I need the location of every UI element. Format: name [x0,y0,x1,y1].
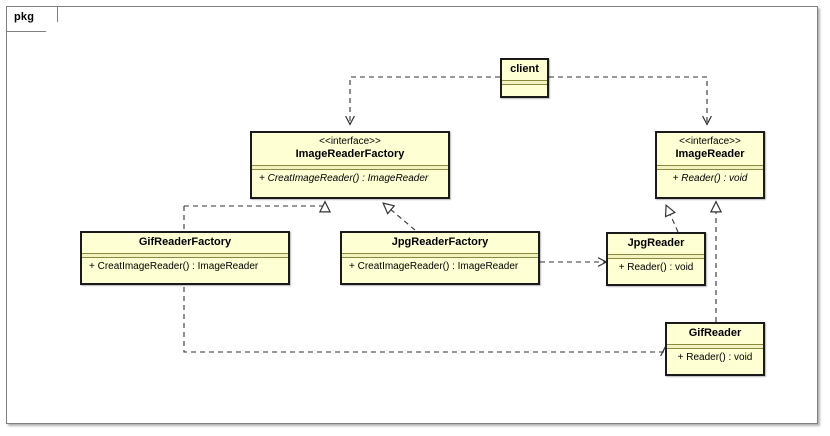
jpg-reader-factory-header: JpgReaderFactory [342,233,538,253]
image-reader-name: ImageReader [675,147,745,160]
image-reader-stereotype: <<interface>> [679,136,741,147]
class-box-jpg-reader-factory[interactable]: JpgReaderFactory + CreatImageReader() : … [340,231,540,285]
class-box-gif-reader[interactable]: GifReader + Reader() : void [665,322,765,376]
gif-reader-separator [667,343,763,349]
image-reader-factory-operation: + CreatImageReader() : ImageReader [259,172,429,184]
class-box-gif-reader-factory[interactable]: GifReaderFactory + CreatImageReader() : … [80,231,290,285]
client-attributes-compartment [502,85,547,95]
jpg-reader-factory-name: JpgReaderFactory [391,236,489,248]
image-reader-factory-separator [252,164,448,170]
client-header: client [502,60,547,80]
jpg-reader-separator [608,253,704,259]
image-reader-factory-name: ImageReaderFactory [295,147,405,160]
package-frame-label: pkg [14,11,35,23]
package-frame-tab [6,6,58,32]
class-box-client[interactable]: client [500,58,549,98]
class-box-image-reader[interactable]: <<interface>> ImageReader + Reader() : v… [655,131,765,199]
class-box-jpg-reader[interactable]: JpgReader + Reader() : void [606,232,706,286]
image-reader-header: <<interface>> ImageReader [657,133,763,165]
jpg-reader-name: JpgReader [627,237,685,249]
client-name: client [510,63,539,75]
gif-reader-factory-separator [82,252,288,258]
gif-reader-name: GifReader [688,327,742,339]
jpg-reader-factory-operation: + CreatImageReader() : ImageReader [349,260,519,272]
gif-reader-header: GifReader [667,324,763,344]
jpg-reader-operation: + Reader() : void [618,261,694,273]
gif-reader-factory-header: GifReaderFactory [82,233,288,253]
image-reader-separator [657,164,763,170]
image-reader-factory-stereotype: <<interface>> [319,136,381,147]
jpg-reader-factory-separator [342,252,538,258]
gif-reader-factory-name: GifReaderFactory [138,236,232,248]
jpg-reader-header: JpgReader [608,234,704,254]
gif-reader-operation: + Reader() : void [677,351,753,363]
client-separator-1 [502,79,547,85]
image-reader-factory-header: <<interface>> ImageReaderFactory [252,133,448,165]
image-reader-operation: + Reader() : void [672,172,748,184]
class-box-image-reader-factory[interactable]: <<interface>> ImageReaderFactory + Creat… [250,131,450,199]
gif-reader-factory-operation: + CreatImageReader() : ImageReader [89,260,259,272]
